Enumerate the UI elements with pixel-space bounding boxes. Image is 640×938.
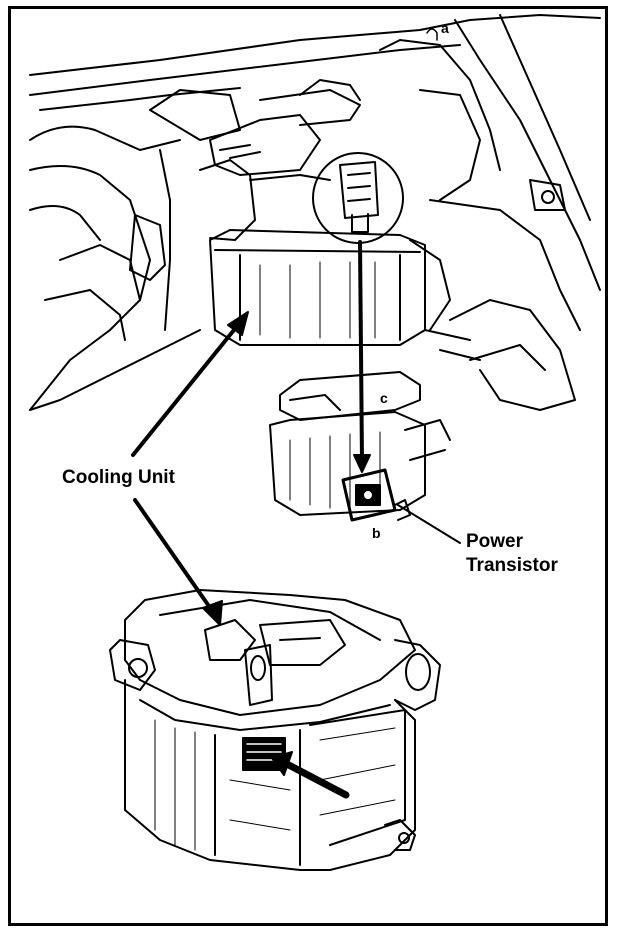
connector-arrow xyxy=(353,240,371,473)
cooling-unit-body xyxy=(109,589,441,871)
power-transistor-leader xyxy=(397,504,461,544)
corner-a-label: a xyxy=(441,20,449,36)
cooling-unit-arrows xyxy=(131,311,249,626)
marker-b-label: b xyxy=(372,525,381,541)
blower-housing xyxy=(199,159,426,346)
dashboard-structure xyxy=(29,14,601,411)
cooling-unit-label: Cooling Unit xyxy=(62,467,175,488)
grille-arrow xyxy=(271,751,350,799)
detail-circle xyxy=(312,152,404,244)
transistor-assembly xyxy=(269,371,451,522)
corner-a-glyph xyxy=(426,28,438,41)
marker-c-label: c xyxy=(380,390,388,406)
power-transistor-label-line1: Power xyxy=(466,531,524,552)
power-transistor-label-line2: Transistor xyxy=(466,555,558,576)
